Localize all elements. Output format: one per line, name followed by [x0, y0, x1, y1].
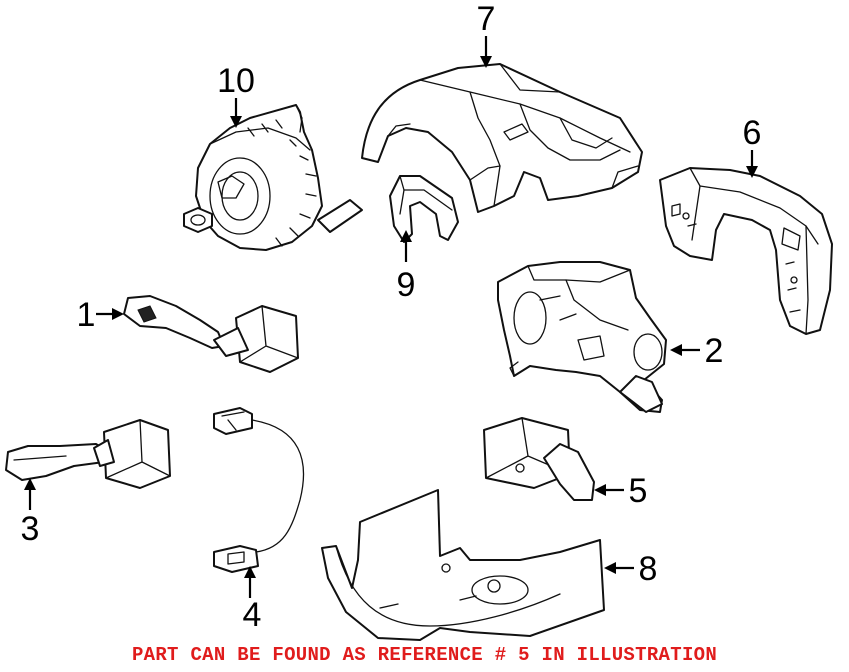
wiper-switch: [5, 419, 171, 489]
turn-signal-switch: [123, 295, 299, 373]
callout-7: 7: [477, 0, 496, 38]
column-frame-bracket: [659, 167, 833, 335]
lower-column-cover: [321, 489, 605, 641]
column-bracket: [389, 175, 459, 243]
callout-10: 10: [217, 62, 255, 100]
callout-9: 9: [397, 266, 416, 304]
clock-spring: [183, 104, 363, 251]
callout-6: 6: [743, 114, 762, 152]
callout-2: 2: [705, 332, 724, 370]
callout-3: 3: [21, 510, 40, 548]
callout-5: 5: [629, 472, 648, 510]
wiring-harness: [213, 407, 305, 573]
callout-8: 8: [639, 550, 658, 588]
callout-4: 4: [243, 596, 262, 634]
ignition-housing: [497, 261, 667, 413]
callout-1: 1: [77, 296, 96, 334]
callout-arrows: [24, 36, 758, 598]
upper-column-cover: [361, 63, 643, 213]
reference-caption: PART CAN BE FOUND AS REFERENCE # 5 IN IL…: [131, 644, 718, 666]
ignition-switch: [483, 417, 595, 501]
